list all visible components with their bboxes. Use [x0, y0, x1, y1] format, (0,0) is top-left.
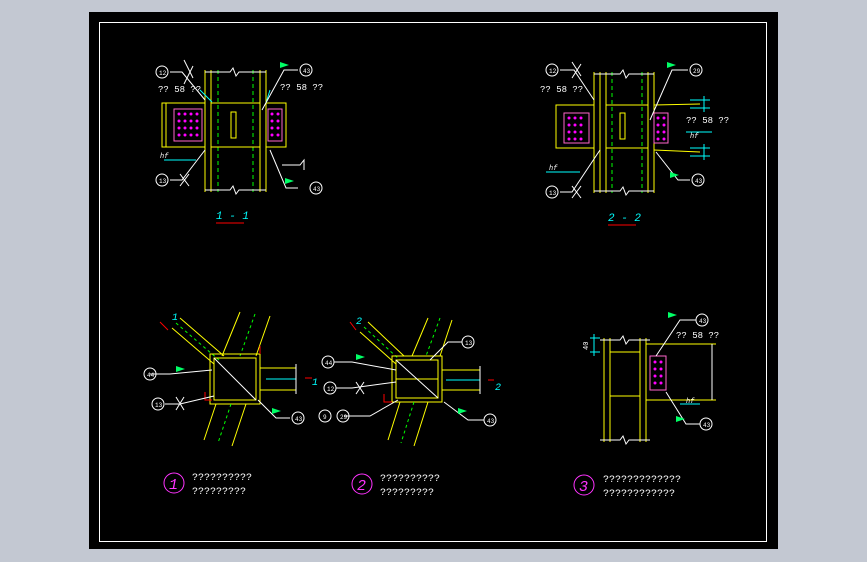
- tag-circles-detail-2: [318, 335, 497, 427]
- tag-43-b: 43: [313, 186, 321, 193]
- cut-mark-2-top: 2: [356, 317, 362, 328]
- tag-43-a: 43: [303, 68, 311, 75]
- tag-43-g: 43: [703, 422, 711, 429]
- hf-label-2-2-right: hf: [690, 133, 699, 141]
- bolt-group-2-2: [567, 116, 666, 141]
- detail-3-line1: ?????????????: [603, 475, 681, 486]
- weld-note-2-2-right: ?? 58 ??: [686, 116, 729, 126]
- tag-9: 9: [323, 414, 327, 421]
- tag-12-c: 12: [327, 386, 335, 393]
- tag-43-c: 43: [695, 178, 703, 185]
- tag-44-a: 44: [147, 372, 155, 379]
- tag-29-b: 29: [340, 414, 348, 421]
- weld-note-1-1-left: ?? 58 ??: [158, 85, 201, 95]
- drawing-sheet: [89, 12, 778, 549]
- tag-43-d: 43: [295, 416, 303, 423]
- detail-3-line2: ????????????: [603, 489, 675, 500]
- tag-12-b: 12: [549, 68, 557, 75]
- detail-caption-1: 1 ?????????? ?????????: [163, 472, 252, 498]
- tag-circles-detail-1: [143, 367, 305, 425]
- flag-icons-1-1: [280, 62, 294, 184]
- bolt-group-left-1-1: [177, 112, 280, 137]
- tag-circles-detail-3: [695, 313, 713, 431]
- tag-circles-2-2: [545, 63, 705, 199]
- weld-note-2-2-left: ?? 58 ??: [540, 85, 583, 95]
- flag-icons-detail-3: [668, 312, 685, 422]
- tag-13-c: 13: [155, 402, 163, 409]
- section-2-2-view: [546, 61, 712, 199]
- flag-icons-detail-1: [176, 366, 281, 414]
- tag-circles-1-1: [155, 63, 323, 195]
- flag-icons-detail-2: [356, 354, 467, 414]
- detail-number-2: 2: [357, 478, 366, 495]
- tag-43-f: 43: [699, 318, 707, 325]
- section-label-2-2: 2 - 2: [608, 213, 641, 225]
- section-1-1-view: [161, 59, 305, 196]
- tag-13-b: 13: [549, 190, 557, 197]
- hf-label-1-1: hf: [160, 153, 169, 161]
- tag-44-b: 44: [325, 360, 333, 367]
- weld-note-1-1-right: ?? 58 ??: [280, 83, 323, 93]
- tag-12-a: 12: [159, 70, 167, 77]
- dim-40: 40: [583, 342, 591, 350]
- detail-1-view: [150, 311, 312, 447]
- cut-mark-2-right: 2: [495, 383, 501, 394]
- detail-caption-2: 2 ?????????? ?????????: [351, 473, 440, 499]
- cut-mark-1-top: 1: [172, 313, 178, 324]
- detail-1-line1: ??????????: [192, 473, 252, 484]
- detail-2-view: [334, 317, 494, 447]
- tag-29-a: 29: [693, 68, 701, 75]
- section-label-1-1: 1 - 1: [216, 211, 249, 223]
- detail-2-line2: ?????????: [380, 488, 434, 499]
- hf-label-detail-3: hf: [686, 398, 695, 406]
- cut-mark-1-right: 1: [312, 378, 318, 389]
- drawing-frame: [99, 22, 767, 542]
- flag-icons-2-2: [667, 62, 679, 178]
- detail-2-line1: ??????????: [380, 474, 440, 485]
- detail-number-1: 1: [169, 477, 178, 494]
- detail-number-3: 3: [579, 479, 588, 496]
- bolt-group-detail-3: [653, 360, 663, 385]
- tag-13-a: 13: [159, 178, 167, 185]
- hf-label-2-2-left: hf: [549, 165, 558, 173]
- detail-caption-3: 3 ????????????? ????????????: [573, 474, 681, 500]
- tag-43-e: 43: [487, 418, 495, 425]
- tag-13-d: 13: [465, 340, 473, 347]
- weld-note-detail-3: ?? 58 ??: [676, 331, 719, 341]
- detail-1-line2: ?????????: [192, 487, 246, 498]
- detail-3-view: [590, 319, 716, 446]
